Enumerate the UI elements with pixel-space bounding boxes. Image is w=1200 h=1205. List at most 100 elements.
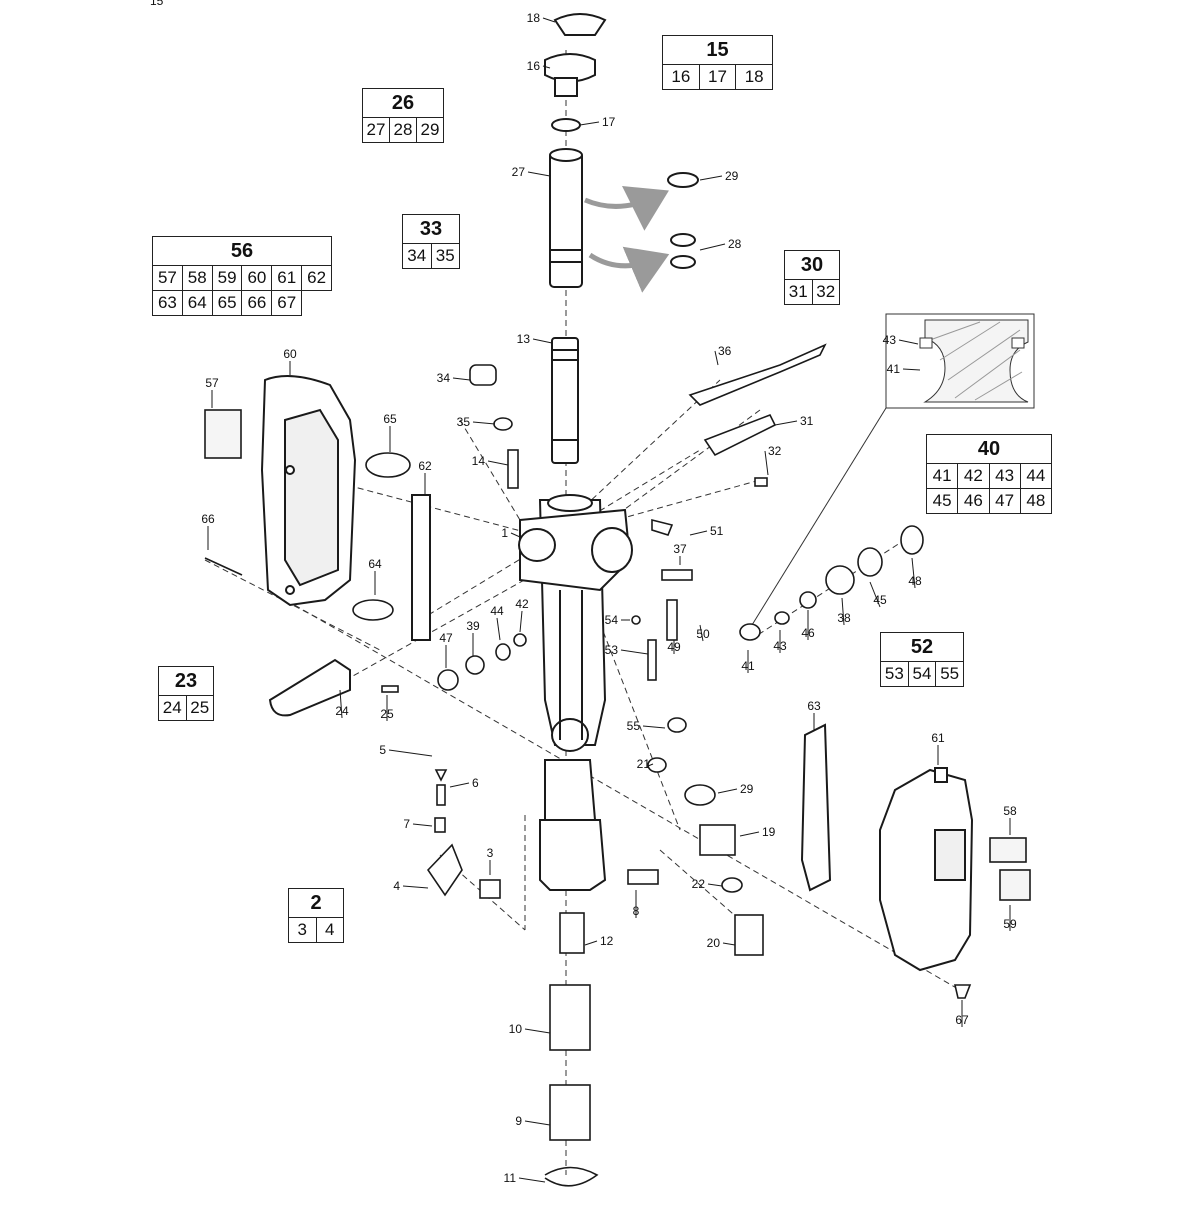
kit-23-part-cell: 24	[158, 695, 187, 721]
callout-label: 10	[509, 1022, 523, 1036]
callout-leader	[487, 460, 509, 466]
callout-label: 43	[773, 639, 787, 653]
kit-26-part-cell: 27	[362, 117, 390, 143]
callout-label: 9	[515, 1114, 522, 1128]
callout-label: 51	[710, 524, 724, 538]
callout-label: 38	[837, 611, 851, 625]
kit-40-part-cell: 44	[1019, 463, 1053, 489]
callout-label: 18	[527, 11, 541, 25]
kit-15-part-cell: 17	[698, 64, 737, 90]
callout-label: 8	[633, 904, 640, 918]
callout-leader	[642, 725, 666, 729]
callout-label: 7	[403, 817, 410, 831]
callout-leader	[518, 1177, 546, 1183]
callout-label: 63	[807, 699, 821, 713]
callout-label: 42	[515, 597, 529, 611]
page-top-marker: 15	[150, 0, 164, 8]
callout-label: 13	[517, 332, 531, 346]
callout-leader	[841, 597, 845, 626]
curved-arrows	[584, 186, 670, 293]
callout-label: 64	[368, 557, 382, 571]
kit-40-part-cell: 43	[988, 463, 1021, 489]
callout-label: 62	[418, 459, 432, 473]
callout-leader	[542, 65, 551, 69]
kit-2-heading: 2	[288, 888, 344, 918]
callout-label: 41	[887, 362, 901, 376]
kit-40-part-cell: 47	[988, 488, 1021, 514]
callout-leader	[496, 617, 501, 641]
callout-leader	[388, 749, 433, 757]
left-housing	[260, 375, 357, 607]
callout-leader	[579, 121, 600, 126]
callout-label: 54	[605, 613, 619, 627]
kit-33-part-cell: 34	[402, 243, 432, 269]
callout-label: 1	[501, 526, 508, 540]
o-rings-29-28	[667, 172, 699, 269]
callout-label: 20	[707, 936, 721, 950]
callout-label: 49	[667, 640, 681, 654]
kit-40-part-cell: 45	[925, 488, 959, 514]
kit-56-part-cell: 58	[181, 265, 213, 291]
callout-label: 27	[512, 165, 526, 179]
callout-label: 25	[380, 707, 394, 721]
callout-label: 36	[718, 344, 732, 358]
kit-56-part-cell: 59	[211, 265, 243, 291]
kit-52-heading: 52	[880, 632, 964, 662]
callout-leader	[739, 831, 760, 837]
kit-56-part-cell: 62	[301, 265, 332, 291]
callout-leader	[902, 368, 921, 371]
callout-leader	[689, 530, 708, 536]
callout-label: 17	[602, 115, 616, 129]
callout-label: 24	[335, 704, 349, 718]
callout-label: 37	[673, 542, 687, 556]
callout-label: 28	[728, 237, 742, 251]
callout-leader	[869, 581, 881, 608]
callout-leader	[699, 175, 723, 181]
small-parts	[204, 343, 1031, 1187]
right-housing	[879, 767, 974, 972]
callout-leader	[532, 338, 553, 344]
kit-26-part-cell: 29	[416, 117, 444, 143]
callout-label: 39	[466, 619, 480, 633]
kit-40-part-cell: 48	[1019, 488, 1053, 514]
callout-leader	[764, 450, 769, 476]
callout-label: 61	[931, 731, 945, 745]
callout-label: 19	[762, 825, 776, 839]
callout-label: 4	[393, 879, 400, 893]
callout-label: 48	[908, 574, 922, 588]
callout-label: 35	[457, 415, 471, 429]
kit-40-part-cell: 41	[925, 463, 959, 489]
kit-56-part-cell: 60	[241, 265, 273, 291]
callout-label: 11	[504, 1171, 517, 1185]
kit-56-part-cell: 64	[181, 290, 213, 316]
callout-label: 57	[205, 376, 219, 390]
detail-inset	[751, 313, 1035, 626]
callout-label: 34	[437, 371, 451, 385]
main-cylinder-body	[518, 494, 633, 891]
kit-15-heading: 15	[662, 35, 773, 65]
callout-leader	[510, 532, 521, 538]
callout-leader	[722, 942, 736, 946]
callout-leader	[412, 823, 433, 827]
kit-40-heading: 40	[926, 434, 1052, 464]
callout-leader	[774, 420, 798, 426]
callout-label: 60	[283, 347, 297, 361]
callout-label: 16	[527, 59, 541, 73]
kit-52-part-cell: 54	[907, 661, 937, 687]
callout-label: 29	[725, 169, 739, 183]
callout-label: 65	[383, 412, 397, 426]
callout-leader	[339, 689, 343, 719]
kit-30-part-cell: 31	[784, 279, 813, 305]
kit-23-part-cell: 25	[185, 695, 214, 721]
kit-52-part-cell: 53	[880, 661, 909, 687]
callout-label: 3	[487, 846, 494, 860]
callout-label: 32	[768, 444, 782, 458]
